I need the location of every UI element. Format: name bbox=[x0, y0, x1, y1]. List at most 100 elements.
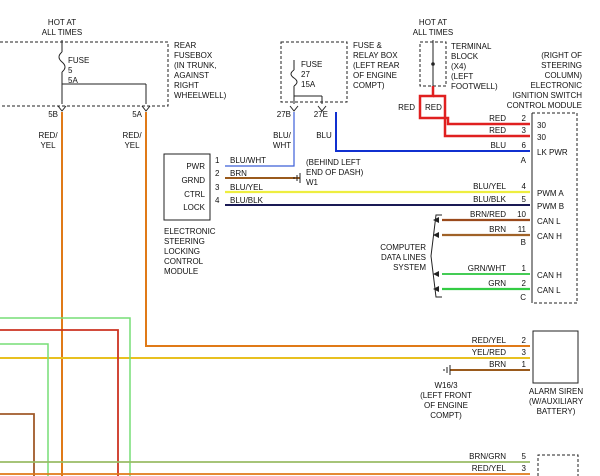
ign-wire-label: RED bbox=[489, 126, 506, 135]
ign-pin-row: BRN 11 CAN H bbox=[489, 225, 562, 241]
alarm-pin-num: 3 bbox=[522, 348, 527, 357]
ign-label-line6: CONTROL MODULE bbox=[507, 101, 582, 110]
ign-wire-label: BLU/BLK bbox=[473, 195, 507, 204]
ign-pin-row: RED 3 30 bbox=[489, 126, 546, 142]
fuse5-wire-labels: RED/ YEL RED/ YEL bbox=[38, 131, 142, 150]
ign-wire-label: BRN/RED bbox=[470, 210, 506, 219]
fuse-5: FUSE 5 5A 5B 5A bbox=[48, 40, 151, 119]
ign-label-line4: ELECTRONIC bbox=[530, 81, 582, 90]
ign-label-line5: IGNITION SWITCH bbox=[513, 91, 583, 100]
data-lines-line1: COMPUTER bbox=[380, 243, 426, 252]
pin-5b-arrow bbox=[57, 105, 67, 112]
lock-wire-label: BLU/YEL bbox=[230, 183, 263, 192]
arrow-left-icon bbox=[433, 271, 439, 277]
fuse27-pin-27e: 27E bbox=[314, 110, 328, 119]
steering-lock-module: PWR GRND CTRL LOCK 1 2 3 4 BLU/WHT BRN B… bbox=[163, 153, 266, 276]
lock-name-line1: ELECTRONIC bbox=[164, 227, 216, 236]
wires bbox=[0, 86, 530, 476]
wire-green-a bbox=[0, 317, 131, 476]
ign-term: PWM A bbox=[537, 189, 564, 198]
alarm-pin-num: 2 bbox=[522, 336, 527, 345]
fuse-symbol-27 bbox=[290, 69, 298, 87]
wire-label-blu: BLU bbox=[316, 131, 332, 140]
wire-red-yel-5a bbox=[145, 112, 530, 347]
fuse27-line1: FUSE bbox=[301, 60, 322, 69]
lock-name-line5: MODULE bbox=[164, 267, 198, 276]
fuse27-wire-labels: BLU/ WHT BLU bbox=[273, 131, 332, 150]
terminal-block-line5: FOOTWELL) bbox=[451, 82, 498, 91]
bottom-wire-label: RED/YEL bbox=[472, 464, 507, 473]
ign-term: CAN L bbox=[537, 286, 561, 295]
ign-pin-row: RED 2 30 bbox=[489, 114, 546, 130]
ign-pin-num: 10 bbox=[517, 210, 526, 219]
terminal-block: TERMINAL BLOCK (X4) (LEFT FOOTWELL) RED … bbox=[398, 40, 498, 112]
wire-red-lower bbox=[0, 329, 119, 476]
hot-at-all-times-left: HOT AT ALL TIMES bbox=[42, 18, 82, 37]
fuse5-line3: 5A bbox=[68, 76, 78, 85]
rear-fusebox-line3: (IN TRUNK, bbox=[174, 61, 217, 70]
relay-box-line3: (LEFT REAR bbox=[353, 61, 400, 70]
ground-w163-line4: COMPT) bbox=[430, 411, 462, 420]
pin-27e-arrow bbox=[317, 105, 327, 112]
wire-label-5b-a: RED/ bbox=[38, 131, 58, 140]
fuse-27: FUSE 27 15A 27B 27E bbox=[277, 60, 328, 119]
ign-wire-label: BLU/YEL bbox=[473, 182, 506, 191]
ign-term: LK PWR bbox=[537, 148, 568, 157]
relay-box-outline bbox=[280, 41, 348, 103]
ign-pin-row: GRN/WHT 1 CAN H bbox=[468, 264, 562, 280]
ground-w1: (BEHIND LEFT END OF DASH) W1 bbox=[293, 158, 364, 187]
ign-wire-label: BLU bbox=[490, 141, 506, 150]
alarm-name-line1: ALARM SIREN bbox=[529, 387, 583, 396]
ign-wire-label: RED bbox=[489, 114, 506, 123]
wire-green-b bbox=[0, 343, 49, 476]
ign-term: 30 bbox=[537, 121, 546, 130]
ignition-switch-module bbox=[531, 112, 578, 304]
pin-5a-arrow bbox=[141, 105, 151, 112]
ign-label-line2: STEERING bbox=[541, 61, 582, 70]
hot-at-all-times-right: HOT AT ALL TIMES bbox=[413, 18, 453, 37]
ground-icon bbox=[293, 173, 301, 183]
rear-fusebox-line1: REAR bbox=[174, 41, 196, 50]
lock-pin-label: CTRL bbox=[184, 190, 205, 199]
wire-label-red-left: RED bbox=[398, 103, 415, 112]
bottom-wire-label: BRN/GRN bbox=[469, 452, 506, 461]
ign-pin-num: 2 bbox=[522, 279, 527, 288]
ign-pin-row: BLU/BLK 5 PWM B bbox=[473, 195, 564, 211]
ign-label-line1: (RIGHT OF bbox=[541, 51, 582, 60]
lock-pin-num: 3 bbox=[215, 183, 220, 192]
wire-label-5a-a: RED/ bbox=[122, 131, 142, 140]
ign-pin-b: B bbox=[521, 238, 526, 247]
fuse27-line3: 15A bbox=[301, 80, 316, 89]
ground-w1-line3: W1 bbox=[306, 178, 319, 187]
wire-label-red-right: RED bbox=[425, 103, 442, 112]
alarm-wire-label: YEL/RED bbox=[472, 348, 506, 357]
fuse5-line2: 5 bbox=[68, 66, 73, 75]
alarm-wire-label: RED/YEL bbox=[472, 336, 507, 345]
ign-term: 30 bbox=[537, 133, 546, 142]
ignition-module-pins: RED 2 30 RED 3 30 BLU 6 LK PWR A BLU/YEL… bbox=[468, 114, 568, 302]
relay-box-line2: RELAY BOX bbox=[353, 51, 398, 60]
terminal-block-line4: (LEFT bbox=[451, 72, 473, 81]
arrow-left-icon bbox=[433, 286, 439, 292]
ign-term: PWM B bbox=[537, 202, 564, 211]
relay-box-label: FUSE & RELAY BOX (LEFT REAR OF ENGINE CO… bbox=[353, 41, 400, 90]
rear-fusebox-line5: RIGHT bbox=[174, 81, 199, 90]
bottom-connector: BRN/GRN RED/YEL 5 3 bbox=[469, 452, 579, 476]
fuse5-line1: FUSE bbox=[68, 56, 89, 65]
fuse27-line2: 27 bbox=[301, 70, 310, 79]
wire-label-5b-b: YEL bbox=[40, 141, 56, 150]
terminal-block-line3: (X4) bbox=[451, 62, 466, 71]
wire-label-5a-b: YEL bbox=[124, 141, 140, 150]
rear-fusebox-line2: FUSEBOX bbox=[174, 51, 213, 60]
pin-27b-arrow bbox=[289, 105, 299, 112]
lock-pin-label: GRND bbox=[181, 176, 205, 185]
lock-wire-label: BLU/WHT bbox=[230, 156, 266, 165]
ground-w1-line2: END OF DASH) bbox=[306, 168, 364, 177]
ign-pin-row: GRN 2 CAN L bbox=[488, 279, 561, 295]
ign-pin-c: C bbox=[520, 293, 526, 302]
wire-blu-wht bbox=[225, 112, 295, 167]
rear-fusebox-outline bbox=[0, 41, 169, 107]
rear-fusebox-label: REAR FUSEBOX (IN TRUNK, AGAINST RIGHT WH… bbox=[174, 41, 227, 100]
hot-left-line1: HOT AT bbox=[48, 18, 76, 27]
